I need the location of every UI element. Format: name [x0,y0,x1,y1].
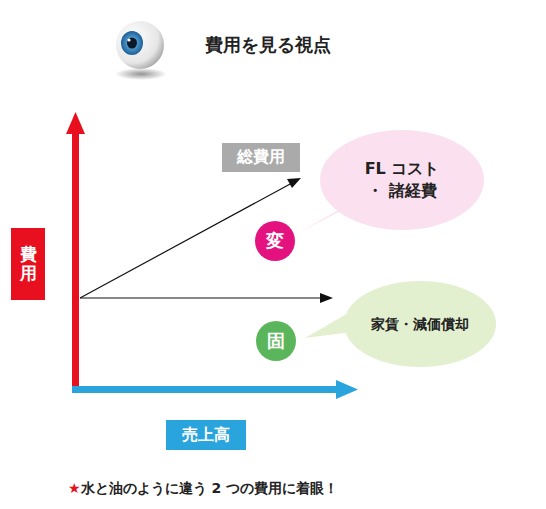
variable-circle: 変 [255,221,295,261]
variable-cost-bubble: FL コスト ・ 諸経費 [320,130,484,230]
cost-lines [80,178,333,303]
axes [66,112,358,399]
eye-icon [115,21,167,80]
caption-text: 水と油のように違う 2 つの費用に着眼！ [81,480,339,498]
ellipse-shape [320,130,484,230]
bubble-tails [300,205,352,338]
fixed-circle: 固 [256,321,296,361]
star-mark: ★ [68,480,81,496]
title-text: 費用を見る視点 [205,33,331,57]
node-text: 総費用 [237,147,285,168]
node-text: 売上高 [182,425,230,446]
sales-axis-label: 売上高 [166,420,246,450]
node-text: 固 [267,329,285,353]
total-cost-label: 総費用 [222,143,300,172]
fixed-cost-bubble: 家賃・減価償却 [344,281,496,367]
node-text: 変 [266,229,284,253]
node-text: 費用 [20,245,37,282]
cost-axis-label: 費用 [11,228,45,300]
caption-line: ★水と油のように違う 2 つの費用に着眼！ [68,480,338,498]
node-text: FL コスト ・ 諸経費 [362,158,442,201]
node-text: 家賃・減価償却 [371,315,469,334]
